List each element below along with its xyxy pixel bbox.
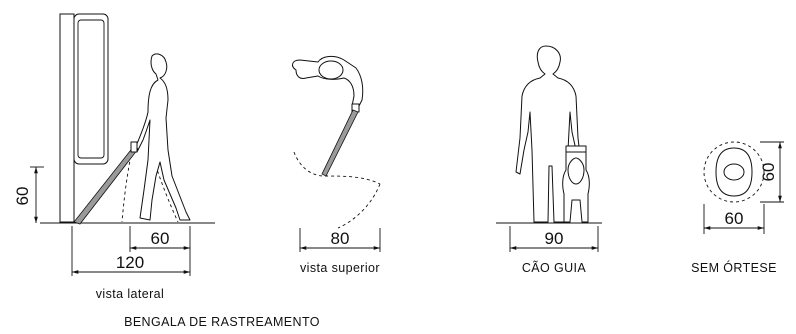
cane-superior [321, 109, 359, 177]
guide-dog-view: 90 CÃO GUIA [496, 45, 602, 275]
person-top-small [715, 147, 753, 197]
guia-caption: CÃO GUIA [522, 261, 587, 275]
guide-dog [562, 145, 590, 223]
person-top [292, 55, 364, 113]
superior-view: 80 vista superior [292, 55, 381, 275]
lateral-small-label: 60 [151, 229, 170, 248]
superior-caption: vista superior [300, 261, 380, 275]
lateral-caption: vista lateral [96, 287, 164, 301]
person-lateral [133, 53, 191, 221]
ortese-width-label: 60 [725, 209, 744, 228]
lateral-view: 60 60 120 vista lateral [13, 13, 215, 301]
ortese-caption: SEM ÓRTESE [691, 260, 777, 275]
main-caption: BENGALA DE RASTREAMENTO [124, 315, 320, 329]
guia-width-label: 90 [545, 229, 564, 248]
superior-width-label: 80 [331, 229, 350, 248]
lateral-total-label: 120 [116, 253, 144, 272]
lateral-height-label: 60 [13, 187, 32, 206]
ortese-height-label: 60 [759, 163, 778, 182]
clearance-circle [703, 141, 765, 203]
no-orthosis-view: 60 60 SEM ÓRTESE [691, 141, 784, 275]
door-frame [59, 13, 109, 223]
sweep-arc [293, 151, 381, 185]
